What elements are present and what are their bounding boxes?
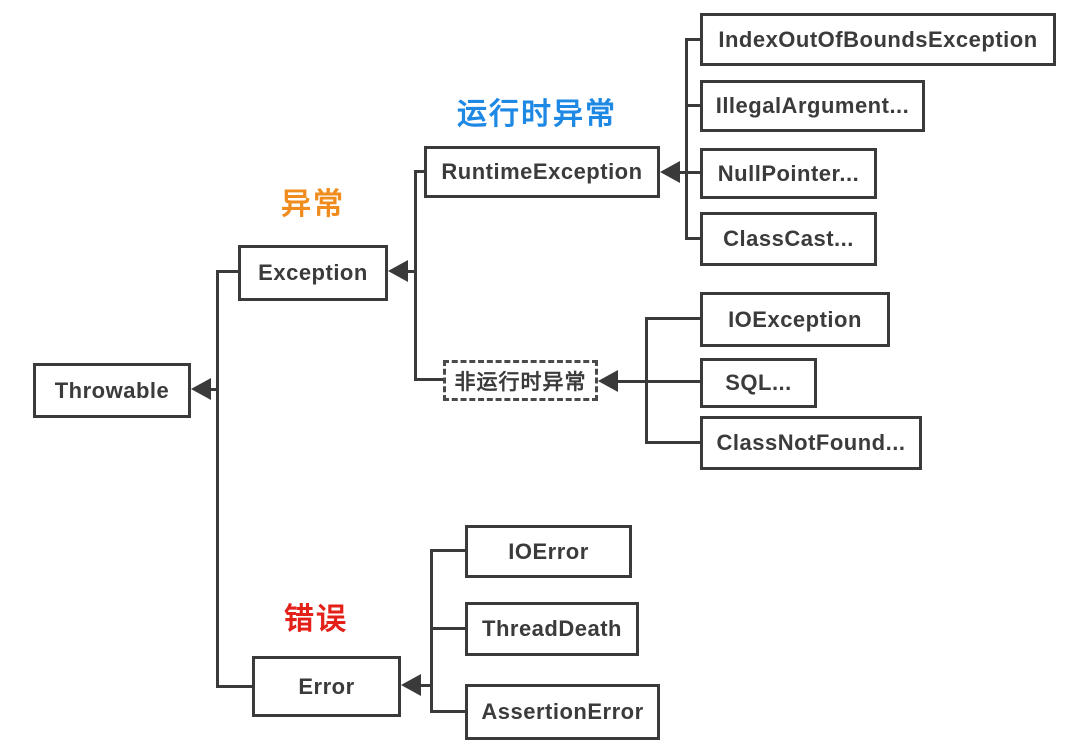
connector-line — [207, 388, 219, 391]
runtime-exception-group-label: 运行时异常 — [457, 98, 617, 131]
connector-line — [414, 170, 426, 173]
node-class-cast-exception: ClassCast... — [700, 212, 877, 266]
connector-line — [685, 171, 701, 174]
node-runtime-exception: RuntimeException — [424, 146, 660, 198]
node-assertion-error: AssertionError — [465, 684, 660, 740]
connector-line — [685, 237, 701, 240]
arrowhead-to-error — [401, 674, 421, 696]
connector-line — [430, 627, 466, 630]
connector-line — [678, 171, 687, 174]
error-group-label: 错误 — [284, 603, 348, 636]
node-io-exception: IOException — [700, 292, 890, 347]
connector-line — [216, 270, 240, 273]
node-thread-death: ThreadDeath — [465, 602, 639, 656]
connector-line — [430, 549, 433, 712]
connector-line — [430, 710, 466, 713]
connector-line — [419, 684, 431, 687]
node-throwable: Throwable — [33, 363, 191, 418]
exception-group-label: 异常 — [281, 188, 345, 221]
node-error: Error — [252, 656, 401, 717]
node-exception: Exception — [238, 245, 388, 301]
arrowhead-to-non-runtime — [598, 370, 618, 392]
connector-line — [645, 317, 701, 320]
node-sql-exception: SQL... — [700, 358, 817, 408]
node-illegal-argument-exception: IllegalArgument... — [700, 80, 925, 132]
connector-line — [414, 378, 445, 381]
node-class-not-found-exception: ClassNotFound... — [700, 416, 922, 470]
connector-line — [614, 380, 645, 383]
node-index-out-of-bounds-exception: IndexOutOfBoundsException — [700, 13, 1056, 66]
connector-line — [405, 270, 417, 273]
connector-line — [685, 38, 688, 240]
connector-line — [414, 170, 417, 381]
arrowhead-to-runtime-exception — [660, 161, 680, 183]
node-non-runtime-exception: 非运行时异常 — [443, 360, 598, 401]
node-null-pointer-exception: NullPointer... — [700, 148, 877, 199]
arrowhead-to-exception — [388, 260, 408, 282]
connector-line — [645, 380, 701, 383]
connector-line — [645, 441, 701, 444]
node-io-error: IOError — [465, 525, 632, 578]
connector-line — [216, 270, 219, 688]
arrowhead-to-throwable — [191, 378, 211, 400]
connector-line — [685, 38, 701, 41]
connector-line — [216, 685, 254, 688]
connector-line — [685, 104, 701, 107]
connector-line — [430, 549, 466, 552]
